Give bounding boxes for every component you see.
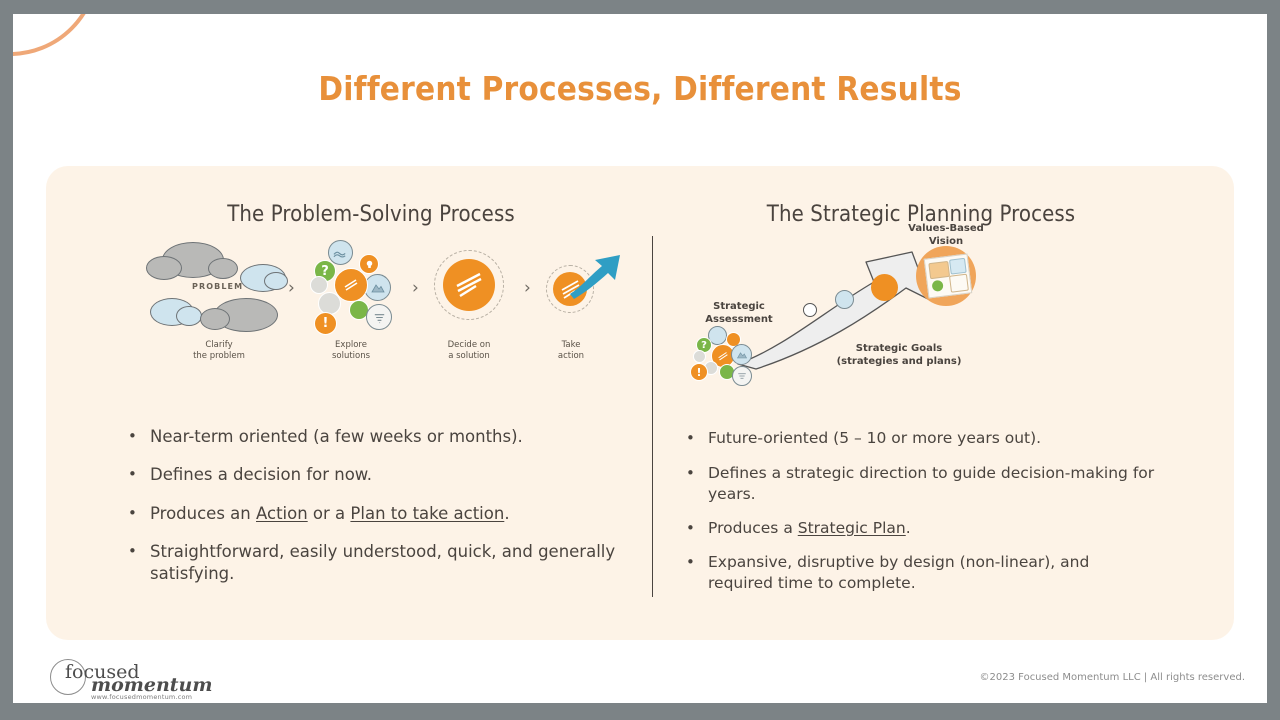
step-chevron-3: › <box>524 278 531 298</box>
bullet-text: Defines a decision for now. <box>150 465 373 485</box>
column-divider <box>652 236 653 597</box>
slide-canvas: Different Processes, Different Results T… <box>13 14 1267 703</box>
cloud-blue-left-small <box>176 306 202 326</box>
decorative-corner-arc <box>13 14 99 56</box>
bullet-dot: • <box>128 427 137 445</box>
bullet-text: Straightforward, easily understood, quic… <box>150 541 616 584</box>
list-item: • Straightforward, easily understood, qu… <box>128 541 638 586</box>
strategic-planning-diagram: ? ! <box>686 223 1156 414</box>
vision-board-card <box>923 253 973 299</box>
page-title: Different Processes, Different Results <box>318 69 962 108</box>
right-column-heading: The Strategic Planning Process <box>766 202 1076 227</box>
logo-circle-icon <box>50 659 86 695</box>
step-label-clarify: Clarify the problem <box>193 340 245 362</box>
assessment-tornado-svg <box>738 373 746 379</box>
cloud-gray-left <box>146 256 182 280</box>
bullet-dot: • <box>686 518 695 537</box>
cloud-blue-right-small <box>264 272 288 290</box>
exclamation-icon: ! <box>314 312 337 335</box>
step-label-take-action: Take action <box>557 340 585 362</box>
list-item: • Defines a strategic direction to guide… <box>686 463 1156 505</box>
bullet-dot: • <box>128 541 137 560</box>
bullet-dot: • <box>128 503 137 522</box>
list-item: • Produces an Action or a Plan to take a… <box>128 503 638 525</box>
bullet-text: Near-term oriented (a few weeks or month… <box>150 427 523 446</box>
step-label-decide: Decide on a solution <box>447 340 491 362</box>
left-column-heading: The Problem-Solving Process <box>227 202 515 227</box>
vision-tile-graph <box>948 273 969 293</box>
logo-website-url: www.focusedmomentum.com <box>91 693 193 701</box>
solution-orange-circle <box>334 268 368 302</box>
cloud-gray-right <box>208 258 238 279</box>
gray-bubble-1 <box>310 276 328 294</box>
bullet-text: Expansive, disruptive by design (non-lin… <box>708 553 1090 593</box>
cloud-gray-bottom-left <box>200 308 230 330</box>
decide-check-lines-icon <box>456 272 482 298</box>
milestone-dot-2 <box>835 290 854 309</box>
right-bullet-list: • Future-oriented (5 – 10 or more years … <box>686 428 1156 607</box>
tornado-icon-svg <box>374 313 384 323</box>
list-item: • Produces a Strategic Plan. <box>686 518 1156 540</box>
wave-icon-svg <box>333 251 346 258</box>
mountain-icon-svg <box>370 283 385 292</box>
list-item: • Near-term oriented (a few weeks or mon… <box>128 426 638 448</box>
assessment-gray-bubble-1 <box>693 350 706 363</box>
vision-tile-green-dot <box>931 279 944 292</box>
brand-logo: focused momentum www.focusedmomentum.com <box>41 654 212 702</box>
solution-lines-icon <box>344 279 358 291</box>
take-action-arrow-icon <box>570 255 620 299</box>
bullet-dot: • <box>686 463 695 482</box>
strategic-goals-label: Strategic Goals (strategies and plans) <box>836 343 962 367</box>
bullet-text: Produces an Action or a Plan to take act… <box>150 503 510 523</box>
problem-word-label: PROBLEM <box>192 282 244 291</box>
bullet-text: Defines a strategic direction to guide d… <box>708 463 1155 503</box>
bullet-dot: • <box>686 553 695 572</box>
assessment-tornado-icon <box>732 366 752 386</box>
lightbulb-icon-svg <box>366 260 372 268</box>
strategic-assessment-label: Strategic Assessment <box>705 301 773 325</box>
milestone-dot-1 <box>803 303 817 317</box>
content-panel: The Problem-Solving Process The Strategi… <box>46 166 1234 640</box>
copyright-notice: ©2023 Focused Momentum LLC | All rights … <box>979 672 1245 683</box>
bullet-dot: • <box>686 429 695 447</box>
assessment-exclamation-icon: ! <box>690 363 708 381</box>
list-item: • Expansive, disruptive by design (non-l… <box>686 552 1156 594</box>
assessment-mountain-icon <box>731 344 752 365</box>
mountain-icon <box>364 274 391 301</box>
list-item: • Future-oriented (5 – 10 or more years … <box>686 428 1156 450</box>
list-item: • Defines a decision for now. <box>128 464 638 486</box>
step-label-explore: Explore solutions <box>331 340 371 362</box>
assessment-mountain-svg <box>736 351 747 358</box>
left-bullet-list: • Near-term oriented (a few weeks or mon… <box>128 426 638 601</box>
bullet-text: Produces a Strategic Plan. <box>708 518 911 537</box>
milestone-dot-3 <box>871 274 898 301</box>
bullet-dot: • <box>128 465 137 484</box>
tornado-icon <box>366 304 392 330</box>
values-based-vision-label: Values-Based Vision <box>908 223 984 247</box>
vision-tile-chart <box>949 257 967 275</box>
step-chevron-1: › <box>288 278 295 298</box>
wave-icon <box>328 240 353 265</box>
problem-solving-diagram: PROBLEM › ? <box>116 236 620 376</box>
lightbulb-icon <box>359 254 379 274</box>
vision-tile-photo <box>928 260 951 280</box>
step-chevron-2: › <box>412 278 419 298</box>
logo-text-focused: focused <box>65 661 140 683</box>
assessment-lines-icon <box>718 352 728 361</box>
logo-text-momentum: momentum <box>91 674 213 696</box>
bullet-text: Future-oriented (5 – 10 or more years ou… <box>708 429 1042 447</box>
